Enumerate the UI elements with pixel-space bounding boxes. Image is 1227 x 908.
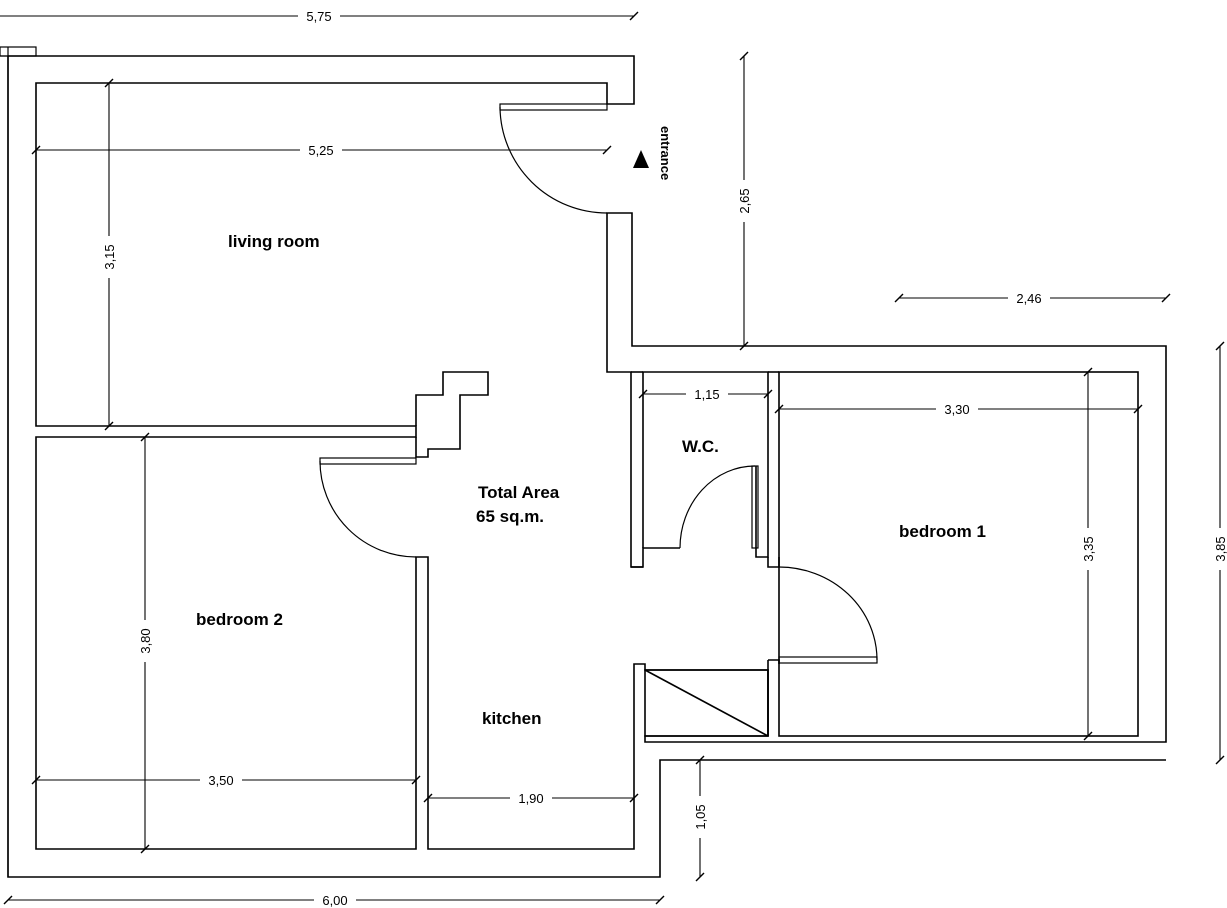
dimension-labels: 5,75 5,25 3,15 2,65 2,46 1,15 3,30 3,35 …: [101, 8, 1227, 908]
dim-bedroom1-width: 3,30: [944, 402, 969, 417]
entrance-label: entrance: [658, 126, 673, 180]
dim-bedroom2-width: 3,50: [208, 773, 233, 788]
room-label-bedroom-1: bedroom 1: [899, 522, 986, 541]
room-label-wc: W.C.: [682, 437, 719, 456]
bedroom2-door: [319, 457, 417, 558]
dim-bottom-overall: 6,00: [322, 893, 347, 908]
dim-top-overall: 5,75: [306, 9, 331, 24]
dim-living-height: 3,15: [102, 244, 117, 269]
entrance-marker: entrance: [633, 126, 673, 180]
dim-bottom-step: 1,05: [693, 804, 708, 829]
bedroom1-door: [778, 566, 878, 664]
dim-bedroom2-height: 3,80: [138, 628, 153, 653]
outer-walls: [0, 46, 1167, 878]
room-label-kitchen: kitchen: [482, 709, 542, 728]
room-label-living-room: living room: [228, 232, 320, 251]
dim-right-overall: 3,85: [1213, 536, 1227, 561]
dimension-lines: [0, 11, 1225, 905]
total-area-value: 65 sq.m.: [476, 507, 544, 526]
dim-kitchen-width: 1,90: [518, 791, 543, 806]
interior-walls: [415, 371, 1139, 737]
dim-bedroom1-height: 3,35: [1081, 536, 1096, 561]
entrance-door: [499, 103, 608, 214]
room-labels: living room bedroom 2 bedroom 1 W.C. kit…: [196, 232, 986, 728]
dim-wc-width: 1,15: [694, 387, 719, 402]
entrance-arrow-icon: [633, 150, 649, 168]
room-label-bedroom-2: bedroom 2: [196, 610, 283, 629]
wc-door: [679, 465, 759, 549]
total-area-label: Total Area: [478, 483, 560, 502]
dim-living-width: 5,25: [308, 143, 333, 158]
dim-entrance-height: 2,65: [737, 188, 752, 213]
dim-bedroom1-top: 2,46: [1016, 291, 1041, 306]
